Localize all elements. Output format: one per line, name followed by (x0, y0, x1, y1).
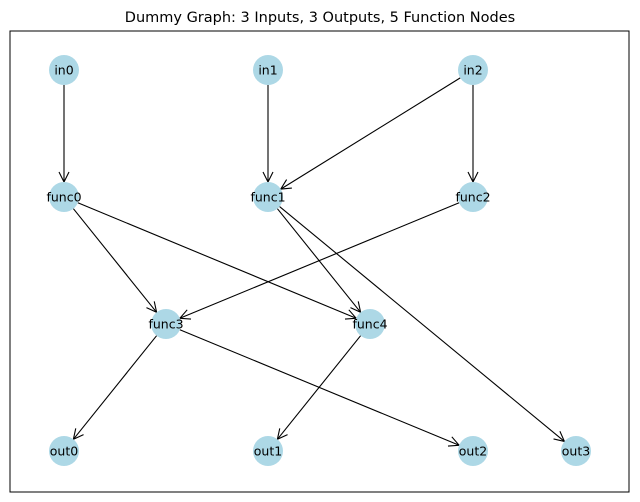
edge-func4-out1 (276, 335, 362, 441)
node-func1: func1 (250, 182, 286, 212)
node-circle (253, 55, 283, 85)
diagram-title: Dummy Graph: 3 Inputs, 3 Outputs, 5 Func… (125, 10, 515, 26)
node-label: func1 (250, 190, 285, 205)
node-circle (355, 309, 385, 339)
node-label: func2 (455, 190, 490, 205)
edge-in2-func1 (279, 77, 461, 190)
node-out1: out1 (253, 436, 283, 466)
edge-func3-out0 (72, 335, 158, 441)
edges-layer (58, 77, 566, 447)
node-circle (151, 309, 181, 339)
arrowhead (553, 431, 566, 443)
edge-line (280, 77, 461, 190)
node-label: out0 (50, 444, 78, 459)
edge-in1-func1 (262, 85, 274, 184)
node-label: func3 (148, 317, 183, 332)
node-in0: in0 (49, 55, 79, 85)
node-func2: func2 (455, 182, 491, 212)
arrowhead (344, 309, 358, 320)
node-func3: func3 (148, 309, 184, 339)
node-label: out1 (254, 444, 282, 459)
edge-func2-func3 (178, 202, 460, 320)
plot-frame (9, 30, 630, 493)
node-circle (458, 436, 488, 466)
node-circle (253, 182, 283, 212)
node-label: func0 (46, 190, 81, 205)
arrowhead (178, 309, 192, 320)
node-in1: in1 (253, 55, 283, 85)
node-func4: func4 (352, 309, 388, 339)
nodes-layer: in0 in1 in2 func0 func1 func2 func3 func4 out0 ou… (46, 55, 591, 466)
node-label: func4 (352, 317, 387, 332)
edge-line (179, 202, 460, 319)
edge-line (72, 335, 158, 440)
node-label: out3 (562, 444, 590, 459)
arrowhead (276, 428, 288, 441)
node-circle (49, 55, 79, 85)
edge-func0-func3 (72, 208, 158, 314)
node-out3: out3 (561, 436, 591, 466)
edge-line (72, 208, 158, 313)
edge-line (276, 335, 362, 440)
node-circle (253, 436, 283, 466)
node-circle (49, 436, 79, 466)
node-circle (458, 55, 488, 85)
node-out2: out2 (458, 436, 488, 466)
edge-in0-func0 (58, 85, 70, 184)
edge-func0-func4 (77, 202, 358, 320)
edge-line (77, 202, 357, 319)
node-label: in2 (463, 63, 482, 78)
arrowhead (447, 436, 461, 447)
edge-func3-out2 (179, 329, 461, 447)
node-circle (49, 182, 79, 212)
edge-func1-out3 (279, 206, 566, 443)
edge-line (279, 206, 565, 442)
node-circle (458, 182, 488, 212)
node-func0: func0 (46, 182, 82, 212)
arrowhead (350, 301, 362, 314)
node-out0: out0 (49, 436, 79, 466)
node-in2: in2 (458, 55, 488, 85)
node-circle (561, 436, 591, 466)
node-label: out2 (459, 444, 487, 459)
edge-in2-func2 (467, 85, 479, 184)
node-label: in0 (54, 63, 73, 78)
node-label: in1 (258, 63, 277, 78)
